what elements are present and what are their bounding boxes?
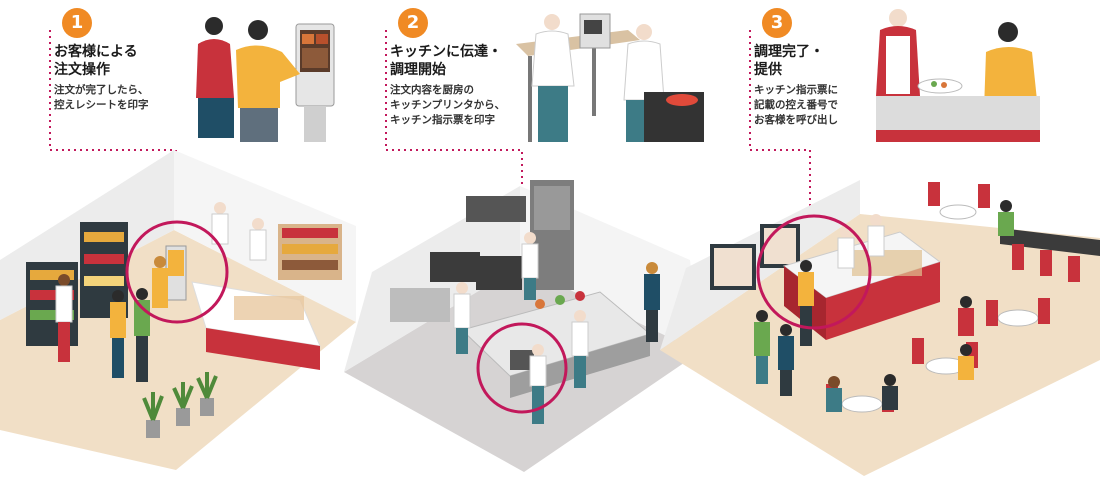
step-2-block: 2 キッチンに伝達・ 調理開始 注文内容を厨房の キッチンプリンタから、 キッチ…: [390, 8, 505, 128]
step-1-block: 1 お客様による 注文操作 注文が完了したら、 控えレシートを印字: [54, 8, 149, 113]
connector-line-3: [749, 30, 811, 218]
highlight-circles: [125, 214, 872, 414]
step-3-desc-line1: キッチン指示票に: [754, 84, 838, 96]
step-2-desc-line2: キッチンプリンタから、: [390, 99, 506, 111]
step-1-desc-line1: 注文が完了したら、: [54, 84, 149, 96]
step-3-title-line2: 提供: [754, 62, 782, 78]
kitchen-cooking-illustration: [516, 13, 704, 142]
step-3-description: キッチン指示票に 記載の控え番号で お客様を呼び出し: [754, 83, 838, 128]
step-2-title: キッチンに伝達・ 調理開始: [390, 43, 505, 79]
customer-kiosk-illustration: [196, 17, 335, 142]
serving-counter-illustration: [876, 9, 1040, 142]
step-1-title-line2: 注文操作: [54, 62, 110, 78]
highlight-circle-serving-counter: [756, 214, 872, 330]
step-3-number-badge: 3: [762, 8, 792, 38]
step-1-title: お客様による 注文操作: [54, 43, 149, 79]
step-3-block: 3 調理完了・ 提供 キッチン指示票に 記載の控え番号で お客様を呼び出し: [754, 8, 838, 128]
step-3-title: 調理完了・ 提供: [754, 43, 838, 79]
store-room-floor: [0, 150, 356, 470]
highlight-circle-kitchen-printer: [476, 322, 568, 414]
step-3-desc-line2: 記載の控え番号で: [754, 99, 838, 111]
step-2-description: 注文内容を厨房の キッチンプリンタから、 キッチン指示票を印字: [390, 83, 505, 128]
step-1-number-badge: 1: [62, 8, 92, 38]
step-2-title-line1: キッチンに伝達・: [390, 44, 502, 60]
step-3-desc-line3: お客様を呼び出し: [754, 114, 838, 126]
kitchen-room-floor: [344, 180, 700, 472]
step-2-title-line2: 調理開始: [390, 62, 446, 78]
step-1-desc-line2: 控えレシートを印字: [54, 99, 149, 111]
highlight-circle-kiosk: [125, 220, 229, 324]
step-1-title-line1: お客様による: [54, 44, 138, 60]
step-2-number-badge: 2: [398, 8, 428, 38]
dining-room-floor: [660, 180, 1100, 476]
step-3-title-line1: 調理完了・: [754, 44, 824, 60]
step-2-desc-line3: キッチン指示票を印字: [390, 114, 495, 126]
step-2-desc-line1: 注文内容を厨房の: [390, 84, 474, 96]
step-1-description: 注文が完了したら、 控えレシートを印字: [54, 83, 149, 113]
